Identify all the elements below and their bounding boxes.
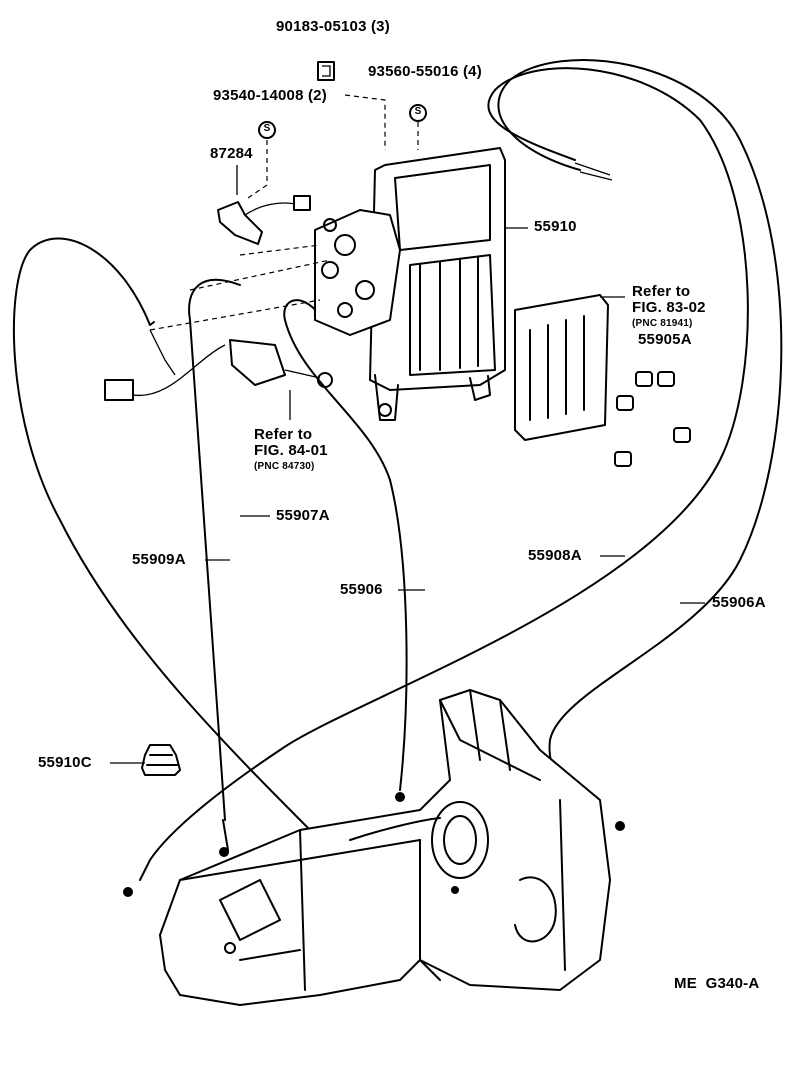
cable-55909a-wire <box>149 329 176 376</box>
cable-55906-end <box>395 792 405 802</box>
ref-fig-84-01: Refer to FIG. 84-01 (PNC 84730) <box>254 427 328 475</box>
solenoid-84-01 <box>229 339 333 388</box>
cable-55906 <box>283 299 408 791</box>
grommets <box>614 371 691 467</box>
label-55905a: 55905A <box>638 331 692 348</box>
label-90183-05103: 90183-05103 (3) <box>276 18 390 35</box>
screw-marker-2 <box>409 104 427 122</box>
cable-55908a <box>149 67 749 861</box>
diagram-code: ME G340-A <box>674 975 760 992</box>
cable-55906a <box>497 59 783 816</box>
ref2-line1: Refer to <box>254 426 313 443</box>
cable-55908a-end <box>123 887 133 897</box>
cable-55907a-end <box>219 847 229 857</box>
ref1-line2: FIG. 83-02 <box>632 299 706 316</box>
actuator-assembly <box>314 209 401 336</box>
cable-55909a <box>12 237 331 851</box>
connector-left <box>104 344 226 401</box>
cable-55906a-end <box>615 821 625 831</box>
label-55906: 55906 <box>340 581 383 598</box>
label-87284: 87284 <box>210 145 253 162</box>
sensor-87284 <box>217 195 311 245</box>
cable-55907a <box>188 279 241 821</box>
label-55907a: 55907A <box>276 507 330 524</box>
label-55910c: 55910C <box>38 754 92 771</box>
screw-marker-1 <box>258 121 276 139</box>
label-93560-55016: 93560-55016 (4) <box>368 63 482 80</box>
panel-55905a <box>514 294 609 441</box>
heater-assembly <box>159 689 611 1006</box>
label-55906a: 55906A <box>712 594 766 611</box>
ref-fig-83-02: Refer to FIG. 83-02 (PNC 81941) <box>632 284 706 332</box>
grommet-55910c <box>141 744 181 776</box>
clip-90183 <box>317 61 335 81</box>
label-55908a: 55908A <box>528 547 582 564</box>
label-93540-14008: 93540-14008 (2) <box>213 87 327 104</box>
ref1-line1: Refer to <box>632 283 691 300</box>
screw-marker-2-letter: S <box>414 106 422 117</box>
screw-marker-1-letter: S <box>263 123 271 134</box>
ref1-pnc: (PNC 81941) <box>632 318 693 329</box>
bracket-55910 <box>369 147 506 421</box>
ref2-pnc: (PNC 84730) <box>254 461 315 472</box>
label-55909a: 55909A <box>132 551 186 568</box>
ref2-line2: FIG. 84-01 <box>254 442 328 459</box>
label-55910: 55910 <box>534 218 577 235</box>
